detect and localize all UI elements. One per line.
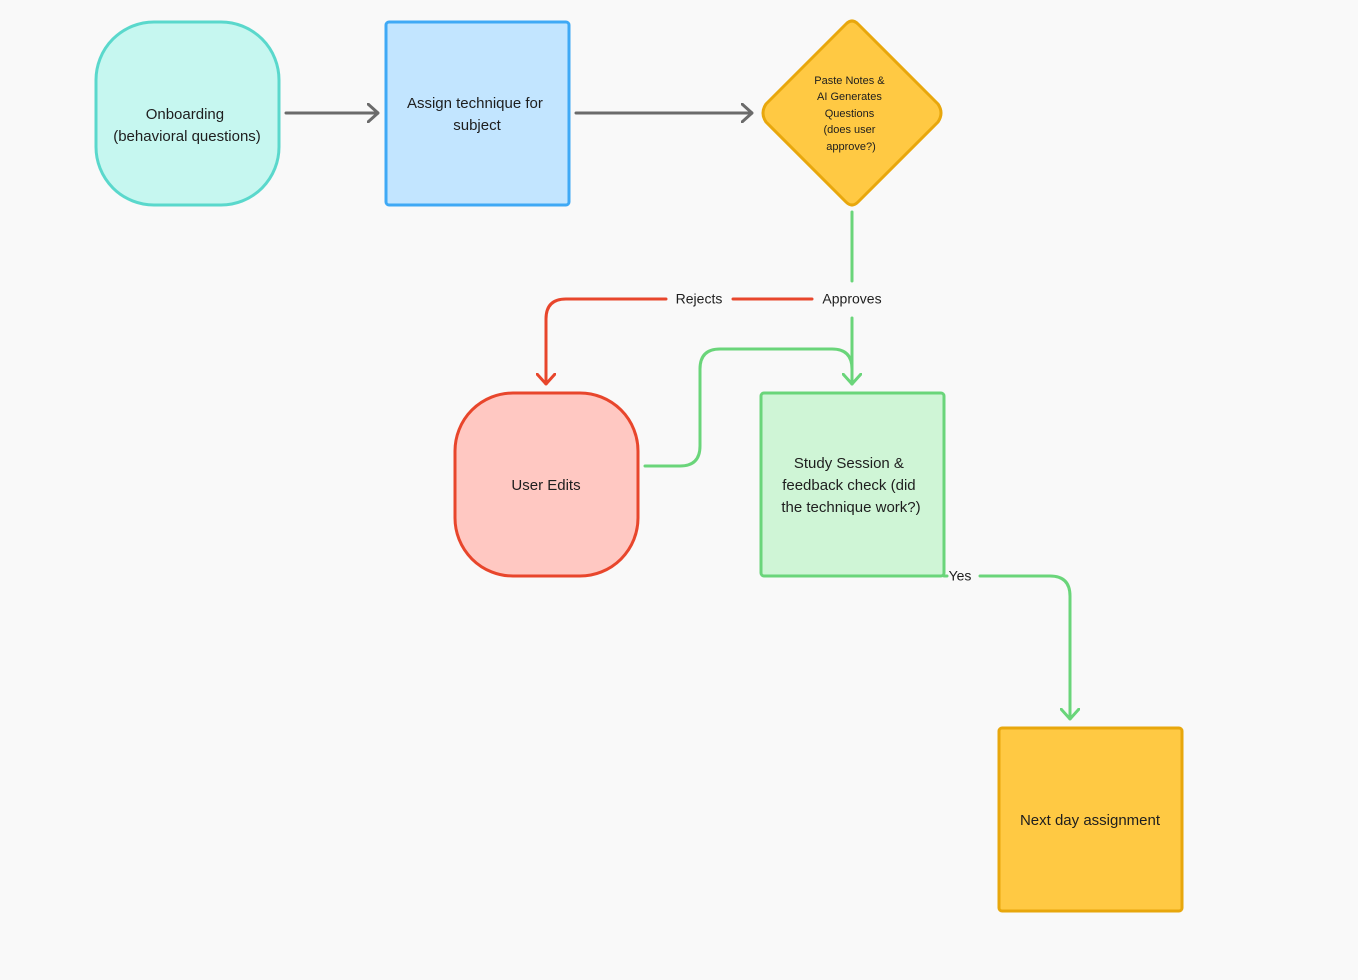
node-next-day-assignment-shape <box>997 726 1184 913</box>
node-onboarding-line-2: (behavioral questions) <box>113 128 261 145</box>
node-decision-line-4: (does user <box>823 124 875 136</box>
node-next-day-assignment-line-1: Next day assignment <box>1020 812 1161 829</box>
node-study-session-line-3: the technique work?) <box>781 499 920 516</box>
node-assign-technique-label: Assign technique for subject <box>407 95 547 134</box>
node-assign-technique-line-1: Assign technique for <box>407 95 543 112</box>
node-study-session-line-2: feedback check (did <box>782 477 915 494</box>
node-decision[interactable]: Paste Notes & AI Generates Questions (do… <box>761 19 943 207</box>
connector-rejects-to-user-edits[interactable] <box>546 297 668 386</box>
edge-label-rejects[interactable]: Rejects <box>676 291 723 307</box>
connectors <box>284 113 1070 721</box>
node-decision-label: Paste Notes & AI Generates Questions (do… <box>814 75 887 153</box>
node-next-day-assignment[interactable]: Next day assignment <box>997 726 1184 913</box>
node-onboarding-shape <box>94 20 281 207</box>
node-assign-technique-shape <box>384 20 571 207</box>
node-study-session[interactable]: Study Session & feedback check (did the … <box>759 391 946 578</box>
node-decision-line-1: Paste Notes & <box>814 75 885 87</box>
node-study-session-line-1: Study Session & <box>794 455 904 472</box>
edge-label-approves[interactable]: Approves <box>822 291 881 307</box>
node-assign-technique[interactable]: Assign technique for subject <box>384 20 571 207</box>
connector-user-edits-to-study-session[interactable] <box>643 347 854 468</box>
node-user-edits[interactable]: User Edits <box>453 391 640 578</box>
edge-label-yes[interactable]: Yes <box>949 568 972 584</box>
node-onboarding[interactable]: Onboarding (behavioral questions) <box>94 20 281 207</box>
node-assign-technique-line-2: subject <box>453 117 501 134</box>
node-study-session-label: Study Session & feedback check (did the … <box>781 455 920 516</box>
node-onboarding-line-1: Onboarding <box>146 106 224 123</box>
node-decision-shape <box>761 19 943 207</box>
node-decision-line-5: approve?) <box>826 141 876 153</box>
node-user-edits-shape <box>453 391 640 578</box>
node-user-edits-line-1: User Edits <box>511 477 580 494</box>
node-onboarding-label: Onboarding (behavioral questions) <box>113 106 261 145</box>
node-user-edits-label: User Edits <box>511 477 580 494</box>
node-study-session-shape <box>759 391 946 578</box>
node-decision-line-2: AI Generates <box>817 91 882 103</box>
node-next-day-assignment-label: Next day assignment <box>1020 812 1161 829</box>
node-decision-line-3: Questions <box>825 108 875 120</box>
connector-yes-to-next-day[interactable] <box>978 574 1070 721</box>
